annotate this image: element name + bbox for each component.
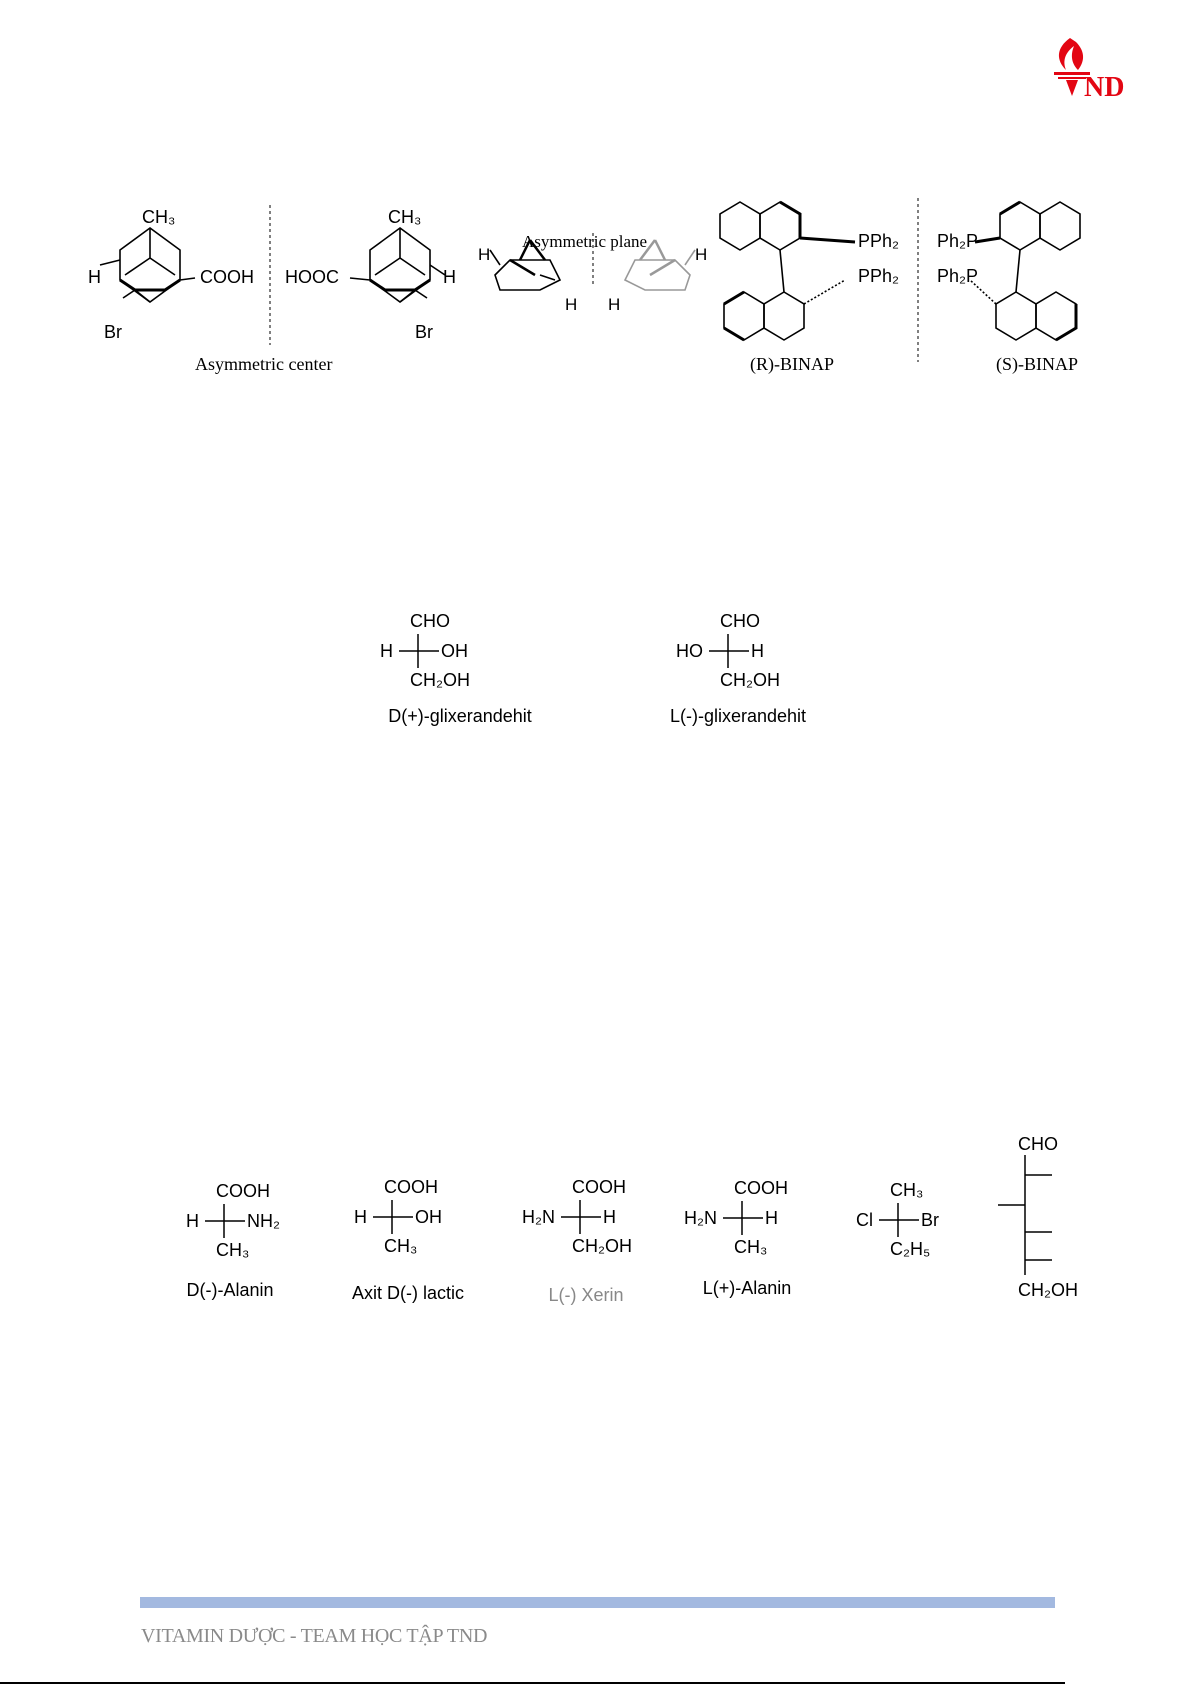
bottom-substituent: CH₃	[384, 1236, 418, 1256]
cho-label: CHO	[1018, 1134, 1058, 1154]
fischer-cross	[373, 1200, 413, 1234]
chirality-figure: CH₃ COOH H Br CH₃ HOOC H Br Asymmetric c…	[88, 198, 1081, 375]
bottom-substituent: C₂H₅	[890, 1239, 931, 1259]
right-substituent: OH	[415, 1207, 442, 1227]
page-bottom-rule	[0, 1682, 1065, 1684]
left-substituent: H₂N	[684, 1208, 717, 1228]
left-substituent: H	[380, 641, 393, 661]
pph2-label: PPh₂	[858, 266, 899, 286]
right-substituent: Br	[921, 1210, 939, 1230]
ph2p-label: Ph₂P	[937, 231, 978, 251]
compound-name: Axit D(-) lactic	[352, 1283, 464, 1303]
bottom-substituent: CH₂OH	[572, 1236, 632, 1256]
left-substituent: HO	[676, 641, 703, 661]
bottom-substituent: CH₂OH	[720, 670, 780, 690]
h-label: H	[88, 267, 101, 287]
h-label: H	[478, 245, 490, 264]
left-substituent: H	[186, 1211, 199, 1231]
top-substituent: COOH	[572, 1177, 626, 1197]
right-substituent: NH₂	[247, 1211, 280, 1231]
left-substituent: Cl	[856, 1210, 873, 1230]
r-binap-structure	[719, 200, 856, 342]
hooc-label: HOOC	[285, 267, 339, 287]
compound-name: D(-)-Alanin	[186, 1280, 274, 1300]
top-substituent: CHO	[410, 611, 450, 631]
top-substituent: COOH	[216, 1181, 270, 1201]
right-substituent: OH	[441, 641, 468, 661]
fischer-cross	[709, 634, 749, 668]
bottom-substituent: CH₃	[734, 1237, 768, 1257]
cyclooctene-right	[623, 239, 696, 291]
right-substituent: H	[603, 1207, 616, 1227]
tnd-logo: ND	[1048, 30, 1144, 103]
fischer-cross	[879, 1203, 919, 1237]
r-binap-caption: (R)-BINAP	[750, 354, 834, 375]
top-substituent: COOH	[384, 1177, 438, 1197]
asymmetric-center-caption: Asymmetric center	[195, 354, 332, 374]
cyclooctene-left	[489, 239, 562, 291]
left-substituent: H₂N	[522, 1207, 555, 1227]
h-label: H	[443, 267, 456, 287]
left-substituent: H	[354, 1207, 367, 1227]
asymmetric-plane-caption: Asymmetric plane	[522, 232, 647, 251]
torch-icon: ND	[1054, 38, 1124, 103]
h-label: H	[608, 295, 620, 314]
compound-name: L(+)-Alanin	[702, 1278, 792, 1298]
adamantane-left	[99, 227, 196, 303]
fischer-cross	[205, 1204, 245, 1238]
h-label: H	[565, 295, 577, 314]
compound-name: L(-)-glixerandehit	[669, 706, 807, 726]
right-substituent: H	[751, 641, 764, 661]
right-substituent: H	[765, 1208, 778, 1228]
methyl-label: CH₃	[142, 207, 175, 227]
br-label: Br	[415, 322, 433, 342]
cooh-label: COOH	[200, 267, 254, 287]
adamantane-right	[349, 227, 446, 303]
s-binap-caption: (S)-BINAP	[996, 354, 1078, 375]
sugar-chain-fischer: CHO CH₂OH	[998, 1134, 1078, 1300]
compound-name: L(-) Xerin	[548, 1285, 624, 1305]
fischer-cross	[723, 1201, 763, 1235]
top-substituent: CH₃	[890, 1180, 924, 1200]
h-label: H	[695, 245, 707, 264]
ph2p-label: Ph₂P	[937, 266, 978, 286]
compound-name: D(+)-glixerandehit	[388, 706, 532, 726]
bottom-substituent: CH₃	[216, 1240, 250, 1260]
fischer-cross	[561, 1200, 601, 1234]
br-label: Br	[104, 322, 122, 342]
methyl-label: CH₃	[388, 207, 421, 227]
s-binap-structure	[969, 200, 1081, 342]
bottom-substituent: CH₂OH	[410, 670, 470, 690]
footer-divider	[140, 1597, 1055, 1608]
top-substituent: CHO	[720, 611, 760, 631]
top-substituent: COOH	[734, 1178, 788, 1198]
pph2-label: PPh₂	[858, 231, 899, 251]
ch2oh-label: CH₂OH	[1018, 1280, 1078, 1300]
logo-text: ND	[1084, 72, 1124, 100]
fischer-cross	[399, 634, 439, 668]
footer-text: VITAMIN DƯỢC - TEAM HỌC TẬP TND	[141, 1625, 488, 1647]
